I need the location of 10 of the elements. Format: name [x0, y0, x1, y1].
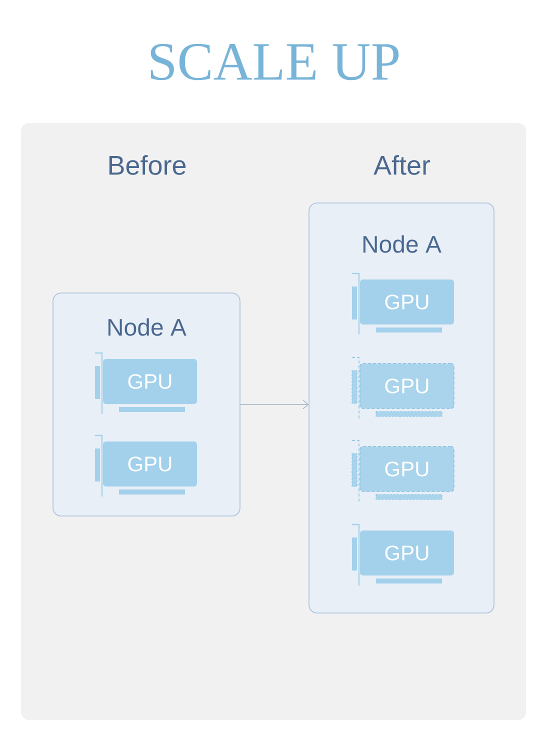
graphics-card: GPU: [352, 272, 454, 334]
column-heading: After: [374, 155, 430, 175]
column-heading: Before: [109, 155, 186, 175]
graphics-card: GPU: [95, 352, 197, 414]
arrow: [240, 400, 309, 410]
title: SCALE UP: [150, 44, 399, 80]
graphics-card: GPU: [352, 440, 454, 502]
graphics-card: GPU: [352, 357, 454, 419]
graphics-card: GPU: [352, 524, 454, 586]
graphics-card: GPU: [95, 434, 197, 496]
